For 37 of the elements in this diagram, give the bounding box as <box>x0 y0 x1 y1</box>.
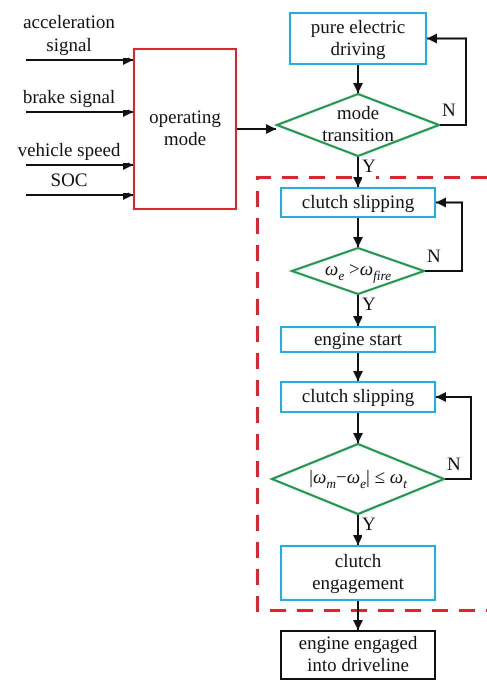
arrow <box>436 392 472 480</box>
node-text: |ω$_{m}$−ω$_{e}$| ≤ ω$_{t}$ <box>309 466 407 492</box>
process-box <box>280 187 436 218</box>
arrow <box>353 413 363 443</box>
arrow <box>353 515 363 545</box>
arrow <box>353 218 363 247</box>
node-text: clutch slipping <box>302 386 414 408</box>
decision-diamond <box>291 247 425 295</box>
arrow <box>353 295 363 326</box>
arrow <box>26 107 133 117</box>
node-text: clutch slipping <box>302 192 414 214</box>
arrow <box>353 65 363 93</box>
node-text: pure electric driving <box>310 16 406 60</box>
process-box <box>280 381 436 413</box>
dashed-region <box>256 176 487 612</box>
process-box <box>289 12 427 65</box>
decision-diamond <box>271 443 445 515</box>
node-text: engine start <box>314 328 402 350</box>
node-text: engine engaged into driveline <box>298 633 418 677</box>
node-text: ω$_{e}$ >ω$_{fire}$ <box>324 258 392 284</box>
arrow <box>353 601 363 630</box>
arrow <box>427 34 467 126</box>
arrow <box>353 353 363 381</box>
process-box <box>133 48 237 210</box>
process-box <box>280 326 436 353</box>
decision-diamond <box>276 93 440 157</box>
arrow <box>425 198 463 272</box>
arrow <box>26 190 133 200</box>
node-text: mode transition <box>321 103 395 147</box>
arrow <box>26 55 133 65</box>
process-box <box>280 545 436 601</box>
node-text: operating mode <box>148 107 222 151</box>
node-text: clutch engagement <box>311 551 405 595</box>
arrow <box>353 157 363 187</box>
process-box <box>280 630 436 680</box>
arrow <box>237 124 276 134</box>
arrow <box>26 160 133 170</box>
